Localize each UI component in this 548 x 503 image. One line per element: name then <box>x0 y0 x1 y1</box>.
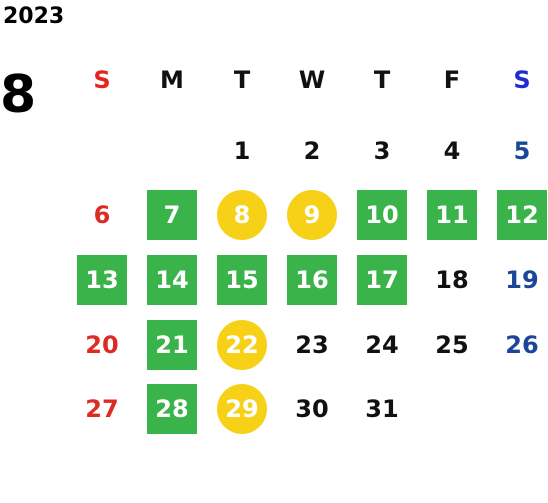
calendar-day-19[interactable]: 19 <box>505 266 539 294</box>
calendar-day-9[interactable]: 9 <box>287 190 337 240</box>
calendar-day-21[interactable]: 21 <box>147 320 197 370</box>
calendar-day-11[interactable]: 11 <box>427 190 477 240</box>
calendar-day-24[interactable]: 24 <box>365 331 399 359</box>
calendar-day-28[interactable]: 28 <box>147 384 197 434</box>
weekday-header-saturday: S <box>513 66 531 94</box>
month-number: 8 <box>0 65 37 125</box>
calendar-day-23[interactable]: 23 <box>295 331 329 359</box>
calendar-day-4[interactable]: 4 <box>443 137 461 165</box>
calendar-day-27[interactable]: 27 <box>85 395 119 423</box>
calendar-day-29[interactable]: 29 <box>217 384 267 434</box>
calendar-day-26[interactable]: 26 <box>505 331 539 359</box>
calendar-day-10[interactable]: 10 <box>357 190 407 240</box>
weekday-header-wednesday: W <box>298 66 326 94</box>
calendar-day-14[interactable]: 14 <box>147 255 197 305</box>
calendar-day-8[interactable]: 8 <box>217 190 267 240</box>
calendar-day-13[interactable]: 13 <box>77 255 127 305</box>
calendar-day-6[interactable]: 6 <box>93 201 111 229</box>
calendar-day-25[interactable]: 25 <box>435 331 469 359</box>
calendar-day-1[interactable]: 1 <box>233 137 251 165</box>
calendar-day-16[interactable]: 16 <box>287 255 337 305</box>
weekday-header-monday: M <box>160 66 184 94</box>
calendar-day-30[interactable]: 30 <box>295 395 329 423</box>
calendar-day-2[interactable]: 2 <box>303 137 321 165</box>
calendar-day-22[interactable]: 22 <box>217 320 267 370</box>
weekday-header-thursday: T <box>373 66 391 94</box>
calendar-day-15[interactable]: 15 <box>217 255 267 305</box>
calendar-day-7[interactable]: 7 <box>147 190 197 240</box>
calendar-day-3[interactable]: 3 <box>373 137 391 165</box>
calendar-day-5[interactable]: 5 <box>513 137 531 165</box>
calendar-day-17[interactable]: 17 <box>357 255 407 305</box>
weekday-header-tuesday: T <box>233 66 251 94</box>
calendar-day-12[interactable]: 12 <box>497 190 547 240</box>
weekday-header-friday: F <box>443 66 461 94</box>
weekday-header-sunday: S <box>93 66 111 94</box>
calendar-day-31[interactable]: 31 <box>365 395 399 423</box>
calendar-day-18[interactable]: 18 <box>435 266 469 294</box>
year-label: 2023 <box>3 4 65 29</box>
calendar-day-20[interactable]: 20 <box>85 331 119 359</box>
